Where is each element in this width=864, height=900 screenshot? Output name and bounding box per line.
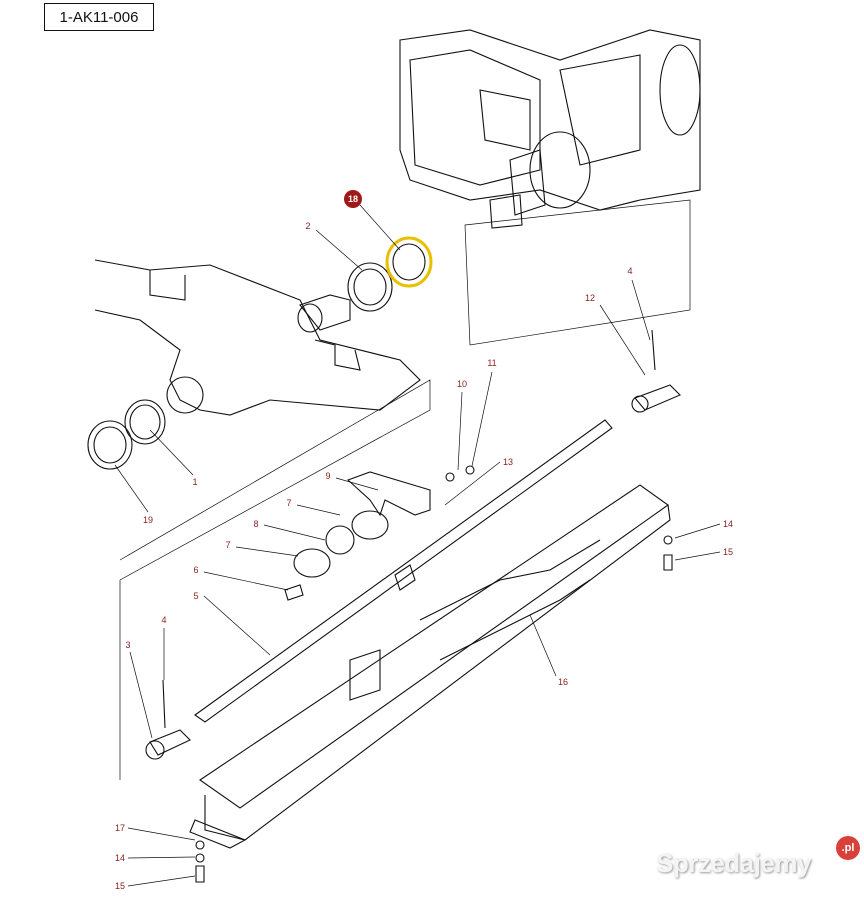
- callout-11[interactable]: 11: [487, 358, 497, 368]
- callout-14b[interactable]: 14: [114, 853, 126, 863]
- callout-4[interactable]: 4: [627, 266, 633, 276]
- callout-5[interactable]: 5: [193, 591, 199, 601]
- callout-1[interactable]: 1: [192, 477, 198, 487]
- shaft: [194, 419, 613, 723]
- watermark-logo: Sprzedajemy: [656, 848, 811, 878]
- callout-7[interactable]: 7: [286, 498, 292, 508]
- axle-housing: [94, 259, 421, 416]
- callout-15[interactable]: 15: [722, 547, 734, 557]
- callout-14[interactable]: 14: [722, 519, 734, 529]
- reference-code: 1-AK11-006: [44, 3, 154, 31]
- callout-10[interactable]: 10: [456, 379, 468, 389]
- callout-9[interactable]: 9: [325, 471, 331, 481]
- callout-15b[interactable]: 15: [114, 881, 126, 891]
- callout-8[interactable]: 8: [253, 519, 259, 529]
- callout-16[interactable]: 16: [557, 677, 569, 687]
- highlighted-seal-18: [385, 236, 433, 288]
- callout-3[interactable]: 3: [125, 640, 131, 650]
- frame-channel: [189, 484, 671, 849]
- transmission-housing: [399, 29, 701, 229]
- callout-18[interactable]: 18: [344, 190, 362, 208]
- callout-12[interactable]: 12: [584, 293, 596, 303]
- ring-2: [347, 262, 393, 312]
- callout-17[interactable]: 17: [114, 823, 126, 833]
- callout-4b[interactable]: 4: [161, 615, 167, 625]
- callout-2[interactable]: 2: [305, 221, 311, 231]
- callout-13[interactable]: 13: [502, 457, 514, 467]
- leader-lines: [114, 204, 721, 887]
- watermark-badge: .pl: [836, 836, 860, 860]
- callout-6[interactable]: 6: [193, 565, 199, 575]
- callout-19[interactable]: 19: [142, 515, 154, 525]
- callout-7b[interactable]: 7: [225, 540, 231, 550]
